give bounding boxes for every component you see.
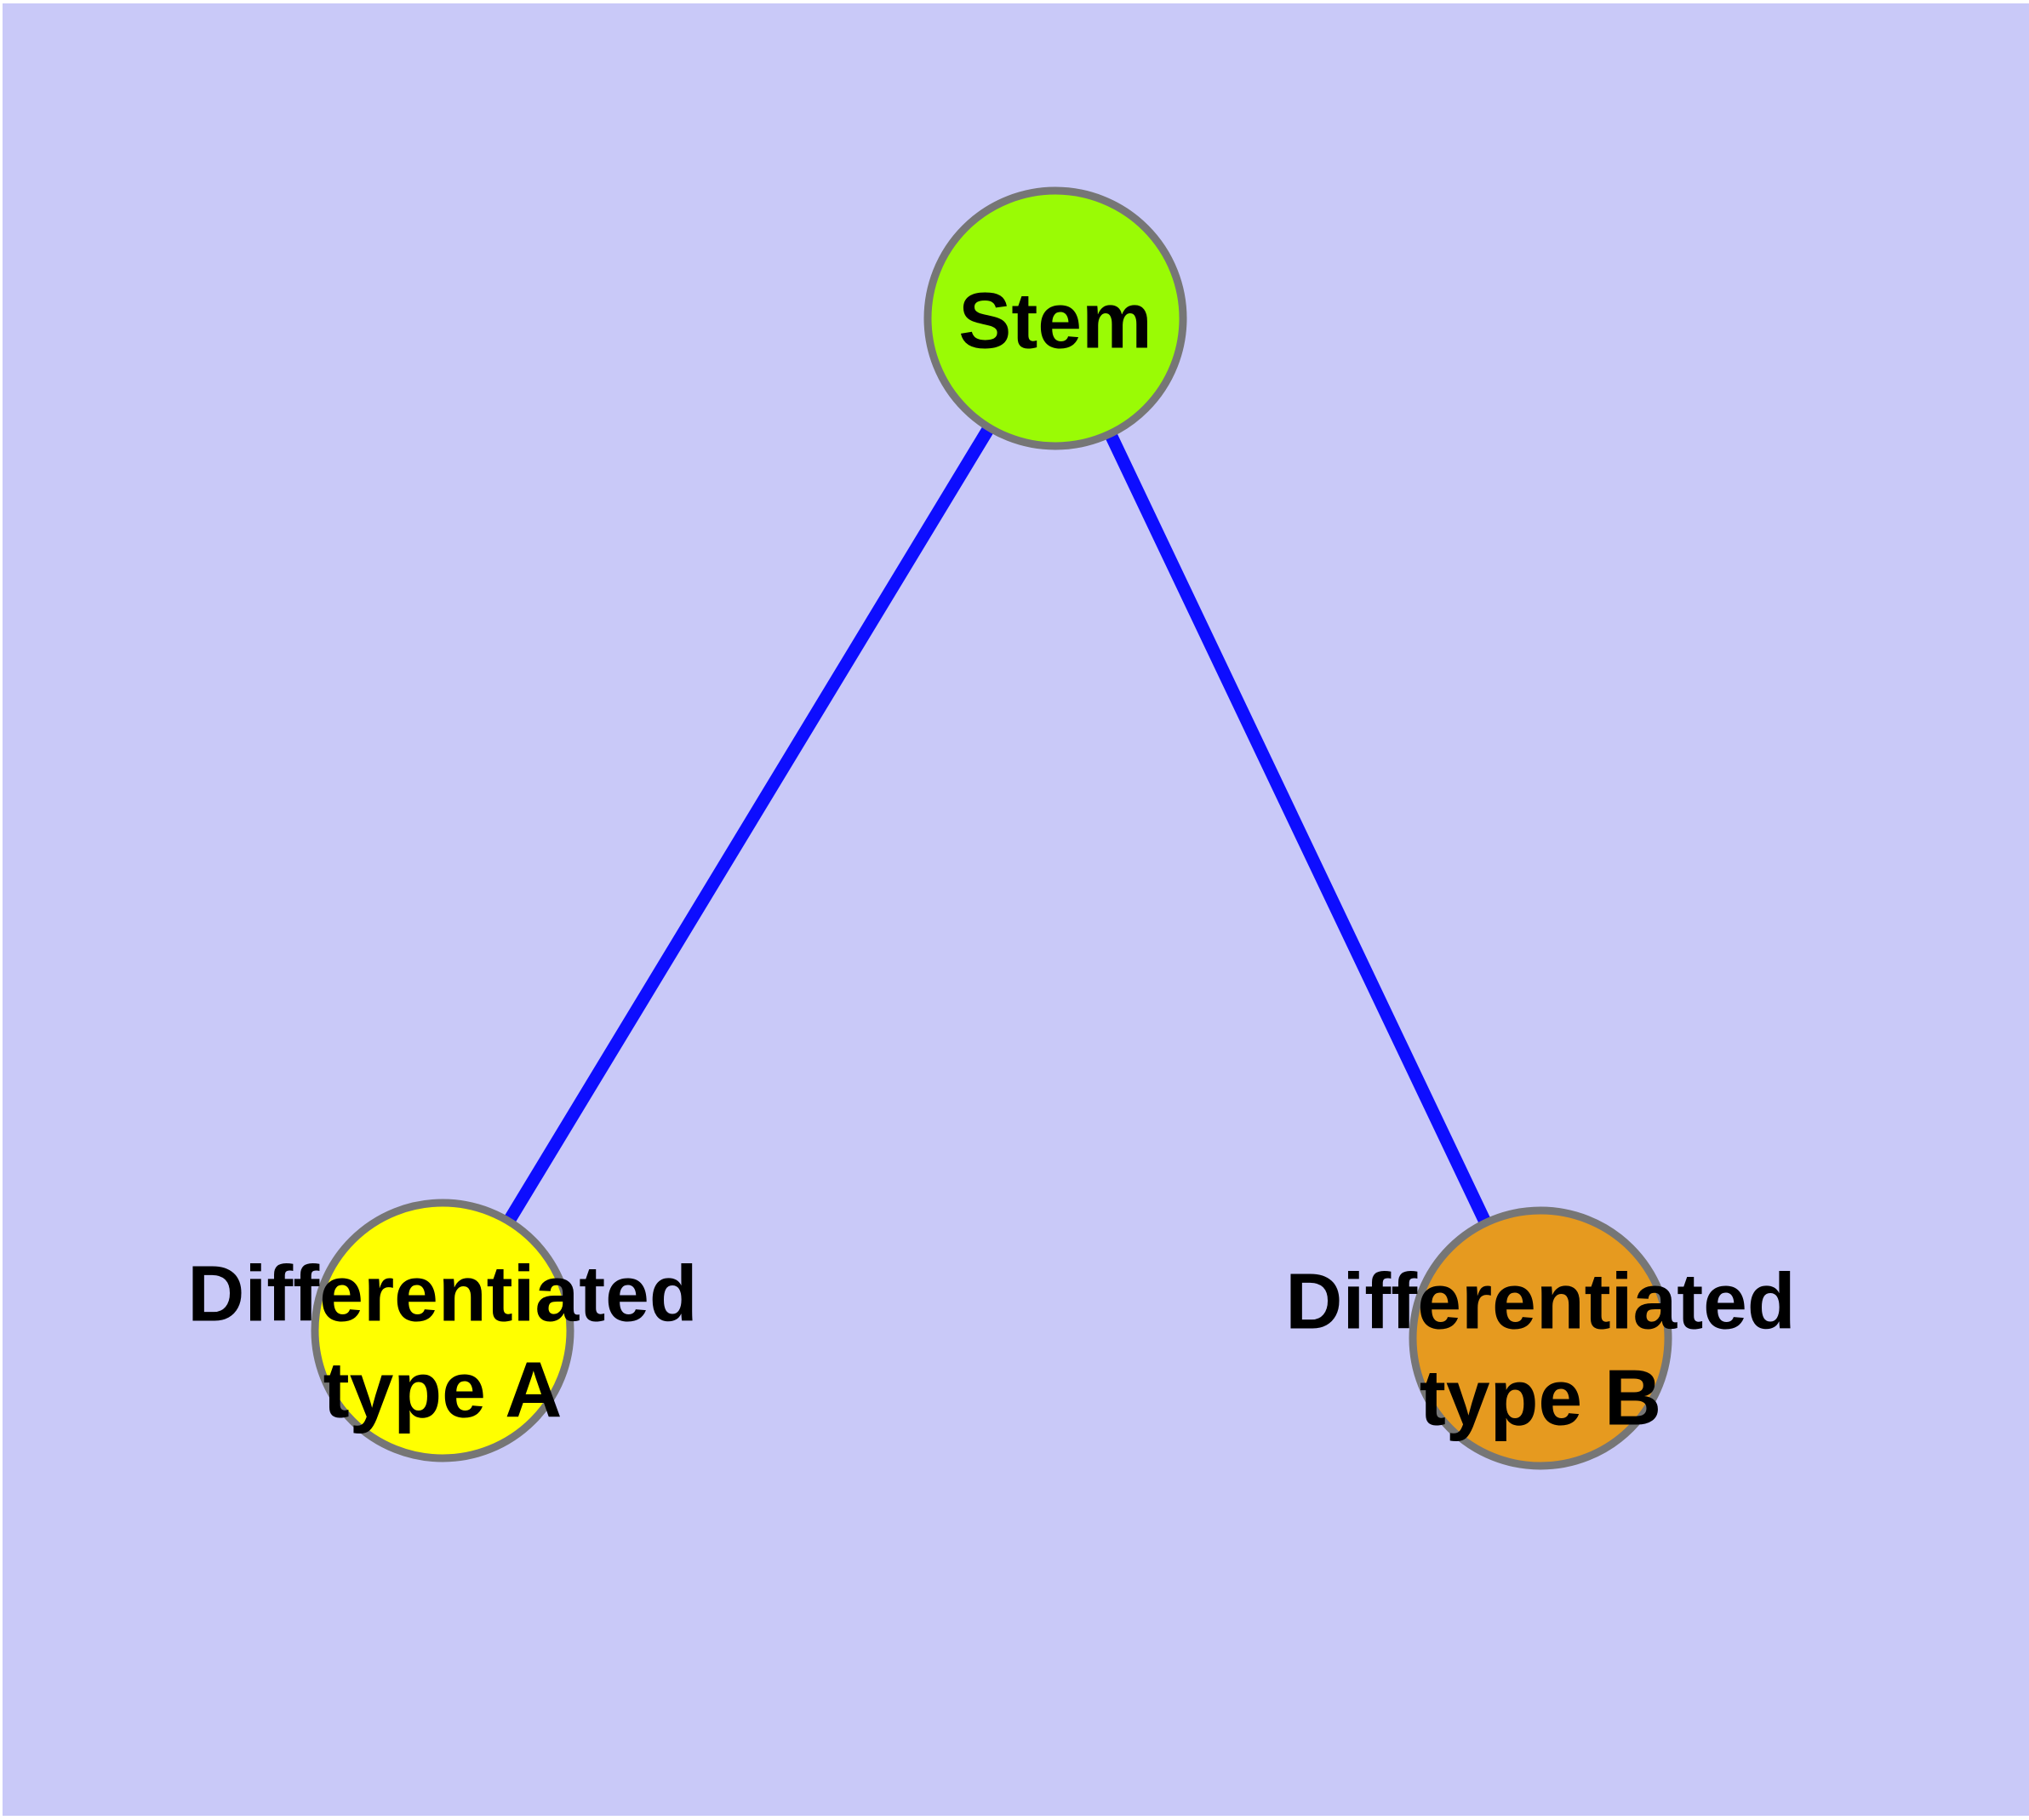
differentiated-type-a-node bbox=[311, 1199, 574, 1462]
type-a-node-circle bbox=[311, 1199, 574, 1462]
differentiated-type-b-node bbox=[1409, 1206, 1672, 1470]
stem-node bbox=[923, 186, 1187, 450]
edge-stem-to-type-b bbox=[1049, 315, 1546, 1342]
stem-node-circle bbox=[923, 186, 1187, 450]
edge-stem-to-type-a bbox=[437, 315, 1061, 1334]
type-b-node-circle bbox=[1409, 1206, 1672, 1470]
